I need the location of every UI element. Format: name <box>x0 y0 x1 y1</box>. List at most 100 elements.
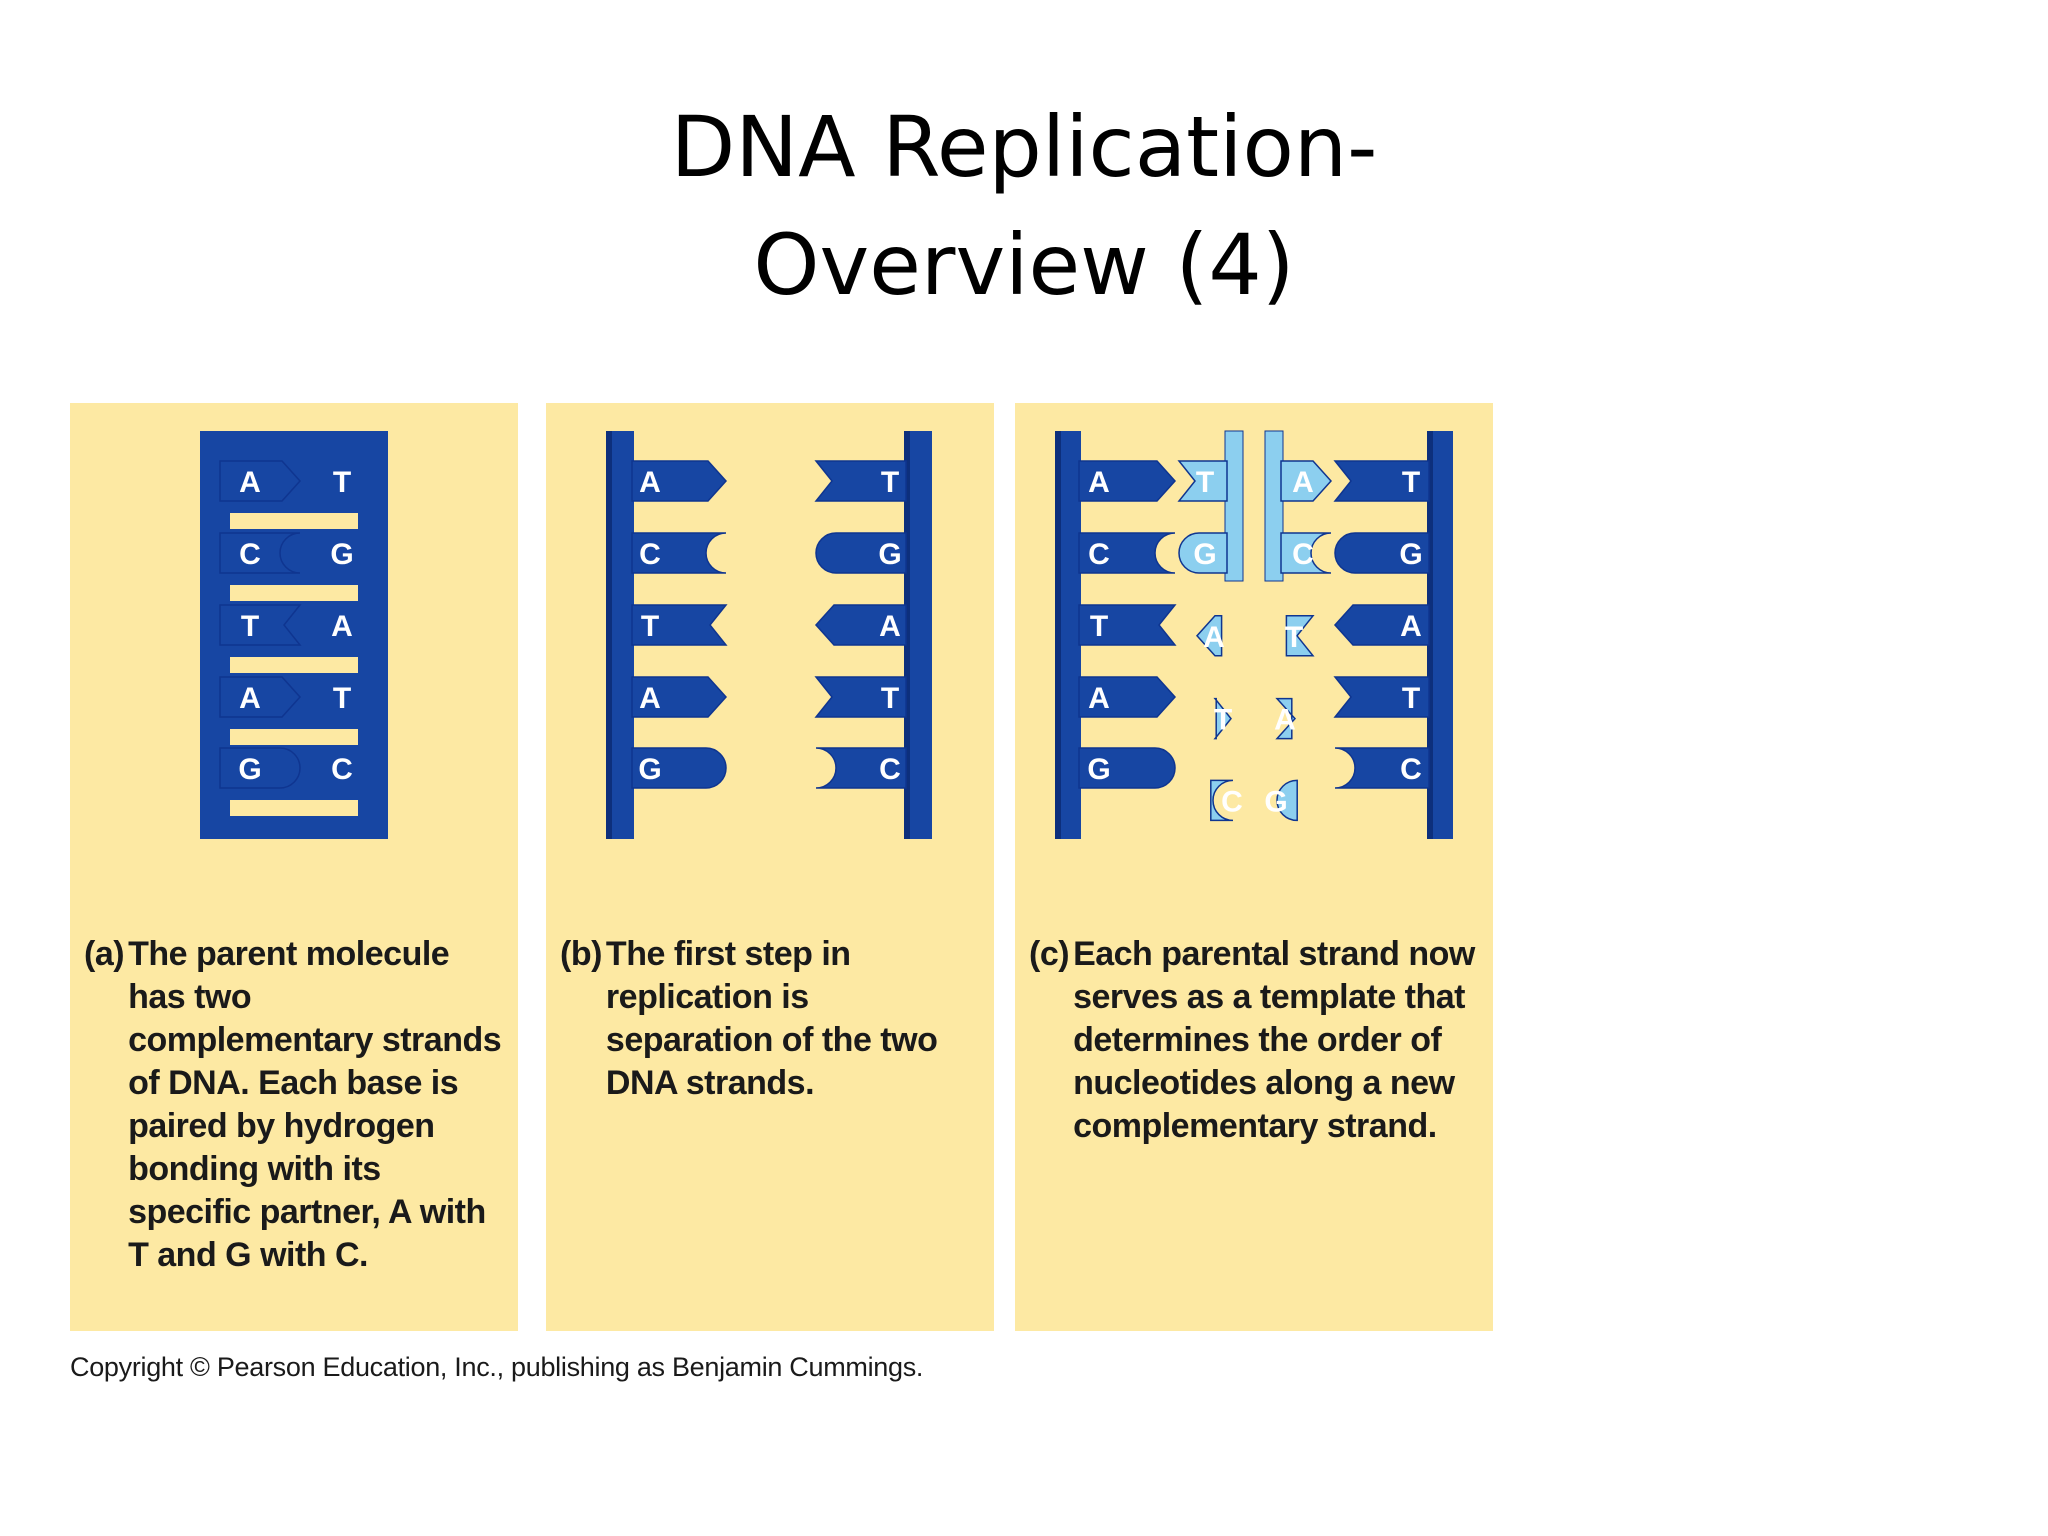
right-base-G <box>815 532 907 574</box>
parent-molecule-diagram: A T C G T A A T G C <box>200 403 388 839</box>
left-base-T <box>1078 604 1177 646</box>
caption-a-text: The parent molecule has two complementar… <box>128 935 502 1274</box>
right-base-C <box>815 747 907 789</box>
rung-gap <box>230 800 358 816</box>
right-new-base-label: T <box>1285 621 1303 654</box>
right-base-label: T <box>1402 466 1420 499</box>
caption-c: (c) Each parental strand now serves as a… <box>1029 933 1479 1148</box>
right-base-label: A <box>879 610 901 643</box>
right-new-base-T <box>1285 615 1315 657</box>
left-base-label: A <box>1088 682 1110 715</box>
right-base-label: A <box>331 610 353 643</box>
right-base-label: G <box>878 538 901 571</box>
left-base-A <box>219 676 302 718</box>
left-base-label: G <box>238 753 261 786</box>
right-base-label: G <box>330 538 353 571</box>
right-parent-backbone-edge <box>1427 431 1433 839</box>
left-new-base-label: C <box>1221 785 1243 818</box>
left-parent-backbone-edge <box>606 431 612 839</box>
right-new-base-C <box>1280 532 1332 574</box>
caption-c-letter: (c) <box>1029 935 1070 973</box>
left-base-A <box>631 676 728 718</box>
right-new-base-G <box>1276 779 1298 822</box>
right-base-label: A <box>1400 610 1422 643</box>
left-base-T <box>219 604 302 646</box>
left-base-G <box>1078 747 1176 789</box>
right-base-label: T <box>881 682 899 715</box>
left-base-G <box>219 747 301 789</box>
separated-strands-diagram: A T C G T A A T G C <box>606 431 932 839</box>
rung-gap <box>230 585 358 601</box>
left-base-A <box>1078 676 1177 718</box>
right-base-T <box>814 676 907 718</box>
right-new-base-A <box>1275 697 1297 740</box>
rung-gap <box>230 657 358 673</box>
right-new-base-label: A <box>1274 704 1296 737</box>
slide-title: DNA Replication- Overview (4) <box>0 88 2048 324</box>
left-parent-backbone-edge <box>1055 431 1061 839</box>
right-base-label: T <box>333 466 351 499</box>
left-new-base-label: G <box>1193 538 1216 571</box>
left-new-base-T <box>1177 460 1228 502</box>
left-base-C <box>1078 532 1176 574</box>
left-base-C <box>219 532 301 574</box>
caption-a: (a) The parent molecule has two compleme… <box>84 933 504 1277</box>
left-base-label: A <box>639 682 661 715</box>
left-base-label: C <box>1088 538 1110 571</box>
caption-c-text: Each parental strand now serves as a tem… <box>1073 935 1475 1145</box>
right-base-label: G <box>1399 538 1422 571</box>
left-base-label: G <box>1087 753 1110 786</box>
left-base-label: T <box>241 610 259 643</box>
right-base-T <box>1333 676 1430 718</box>
left-base-T <box>631 604 728 646</box>
ladder-top-gap <box>220 403 368 431</box>
left-new-backbone <box>1224 430 1244 582</box>
left-base-label: T <box>641 610 659 643</box>
left-base-label: A <box>239 682 261 715</box>
right-parent-backbone-edge <box>904 431 910 839</box>
left-new-base-label: T <box>1196 466 1214 499</box>
left-new-base-G <box>1178 532 1228 574</box>
caption-b-text: The first step in replication is separat… <box>605 935 938 1102</box>
left-new-base-label: T <box>1214 704 1232 737</box>
right-new-backbone <box>1264 430 1284 582</box>
right-base-G <box>1334 532 1430 574</box>
right-base-label: C <box>331 753 353 786</box>
caption-b: (b) The first step in replication is sep… <box>560 933 980 1105</box>
left-base-A <box>219 460 302 502</box>
panel-b: A T C G T A A T G C (b) The first step in replica… <box>546 403 994 1331</box>
right-new-base-label: G <box>1264 785 1287 818</box>
right-base-A <box>814 604 907 646</box>
left-base-label: C <box>639 538 661 571</box>
left-new-base-A <box>1195 615 1223 657</box>
left-base-G <box>631 747 727 789</box>
left-base-label: A <box>639 466 661 499</box>
right-base-A <box>1333 604 1430 646</box>
left-new-base-label: A <box>1203 621 1225 654</box>
caption-b-letter: (b) <box>560 935 602 973</box>
rung-gap <box>230 729 358 745</box>
left-base-label: G <box>638 753 661 786</box>
left-base-C <box>631 532 727 574</box>
right-new-base-label: A <box>1292 466 1314 499</box>
left-base-A <box>631 460 728 502</box>
slide-title-line-2: Overview (4) <box>753 216 1295 314</box>
left-base-label: A <box>1088 466 1110 499</box>
caption-a-letter: (a) <box>84 935 125 973</box>
right-base-label: T <box>1402 682 1420 715</box>
left-new-base-C <box>1210 779 1234 822</box>
left-base-label: A <box>239 466 261 499</box>
right-base-label: C <box>1400 753 1422 786</box>
right-base-label: C <box>879 753 901 786</box>
rung-gap <box>230 513 358 529</box>
left-new-base-T <box>1213 697 1232 740</box>
slide-title-line-1: DNA Replication- <box>670 98 1378 196</box>
right-base-label: T <box>333 682 351 715</box>
left-base-label: C <box>239 538 261 571</box>
left-base-A <box>1078 460 1177 502</box>
right-base-label: T <box>881 466 899 499</box>
right-new-base-A <box>1280 460 1333 502</box>
left-base-label: T <box>1090 610 1108 643</box>
right-base-T <box>814 460 907 502</box>
